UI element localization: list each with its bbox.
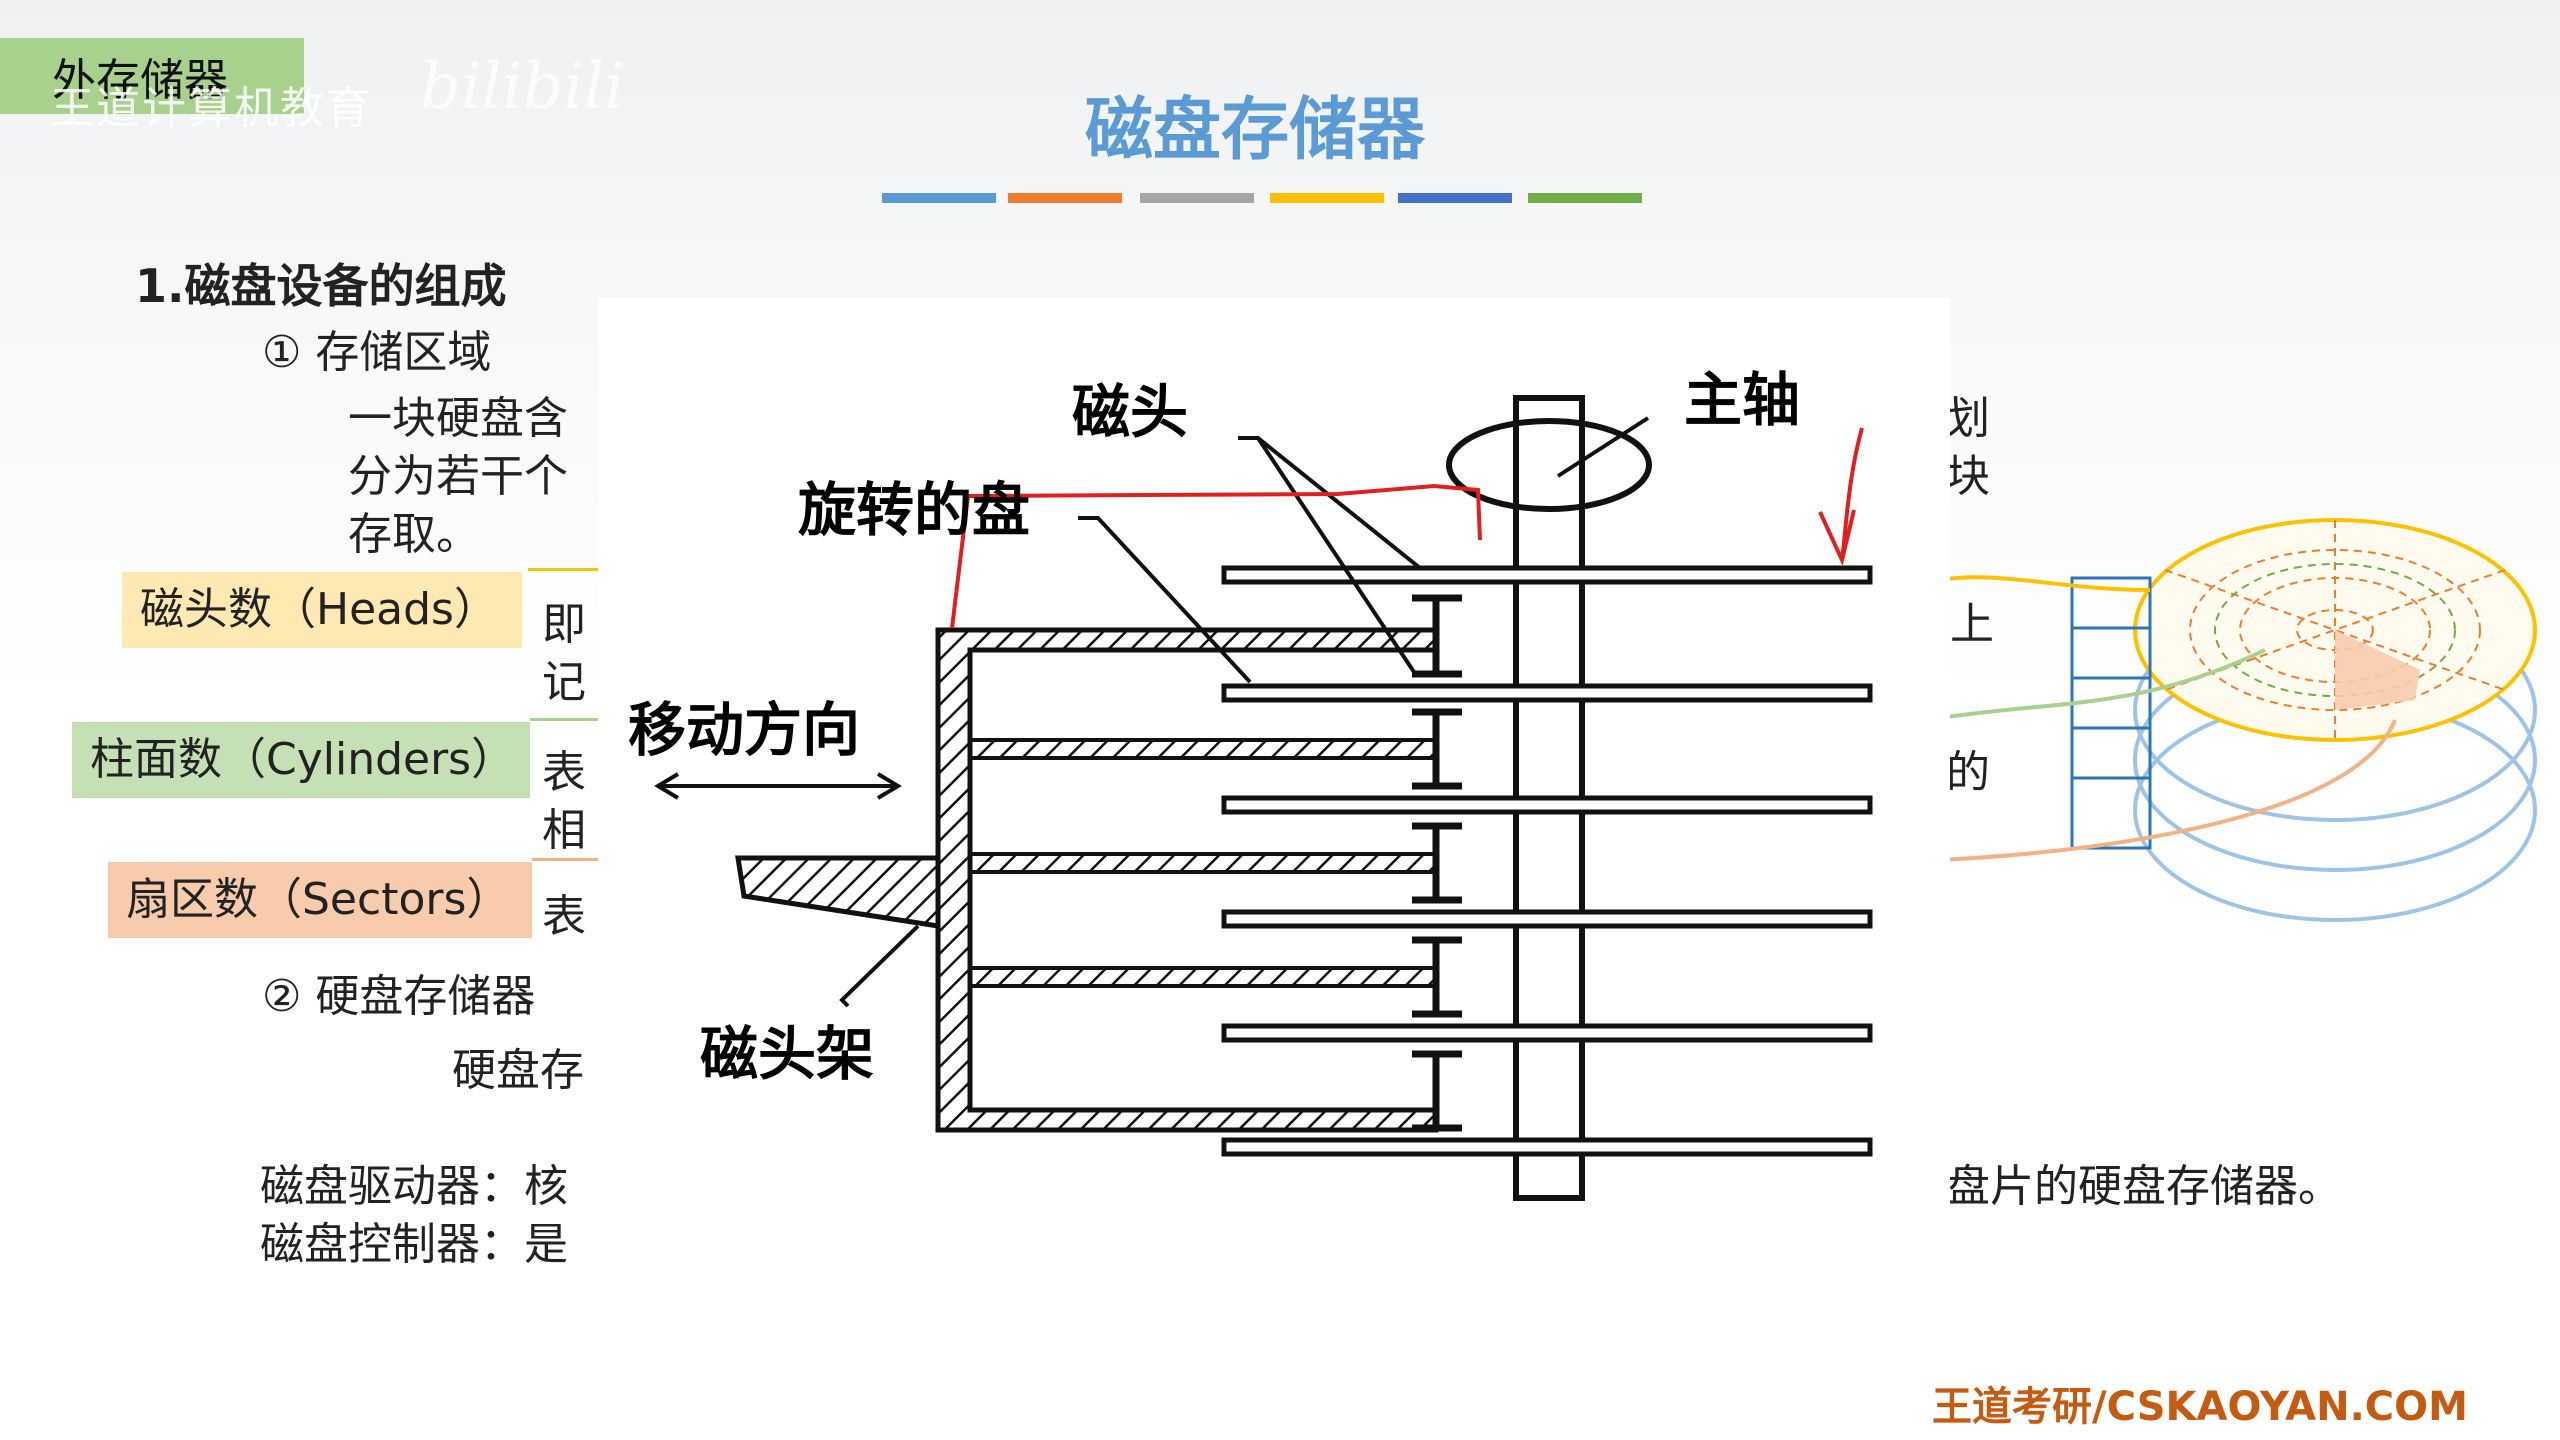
- tag-heads-line: [528, 568, 600, 571]
- controller-line: 磁盘控制器：是: [260, 1219, 568, 1270]
- section-heading: 1.磁盘设备的组成: [135, 259, 507, 313]
- tag-cylinders-text-a: 表: [542, 747, 586, 798]
- tag-cylinders-line: [530, 718, 600, 721]
- tag-heads-text-b: 记: [542, 657, 586, 708]
- color-bar-green: [1528, 193, 1642, 203]
- color-bar-darkblue: [1398, 193, 1512, 203]
- disk-mechanism-diagram: 磁头 主轴 旋转的盘 移动方向 磁头架: [598, 298, 1950, 1240]
- item-storage-area: ① 存储区域: [262, 327, 492, 378]
- color-bar-orange: [1008, 193, 1122, 203]
- tag-sectors-text-a: 表: [542, 891, 586, 942]
- label-head-arm: 磁头架: [700, 1020, 874, 1088]
- tag-cylinders-tail: 的: [1946, 747, 1990, 798]
- label-move-direction: 移动方向: [628, 696, 860, 764]
- disk-stack-illustration: [1940, 518, 2537, 922]
- color-bar-yellow: [1270, 193, 1384, 203]
- section-badge: [0, 38, 304, 114]
- paragraph-line-3: 存取。: [348, 509, 480, 560]
- tag-heads-text-a: 即: [542, 599, 586, 650]
- color-bar-gray: [1140, 193, 1254, 203]
- paragraph-line-2-tail: 块: [1946, 451, 1990, 502]
- label-spindle: 主轴: [1684, 366, 1800, 434]
- section-badge-label: 外存储器: [52, 55, 228, 106]
- leader-lines: [654, 416, 1650, 1008]
- color-bar-blue: [882, 193, 996, 203]
- platters: [1221, 565, 1873, 1157]
- tag-sectors-line: [532, 858, 600, 861]
- paragraph-line-1: 一块硬盘含: [348, 393, 568, 444]
- tag-sectors: 扇区数（Sectors）: [108, 862, 532, 938]
- tag-cylinders: 柱面数（Cylinders）: [72, 722, 530, 798]
- paragraph-line-1-tail: 划: [1946, 393, 1990, 444]
- red-annotation: [950, 427, 1864, 629]
- item-hard-disk-text: 硬盘存: [452, 1045, 584, 1096]
- label-head: 磁头: [1072, 378, 1188, 446]
- tag-heads: 磁头数（Heads）: [122, 572, 522, 648]
- rotation-arrow: [1446, 418, 1652, 512]
- tag-heads-tail: 上: [1950, 599, 1994, 650]
- read-write-heads: [1412, 594, 1462, 1132]
- driver-line: 磁盘驱动器：核: [260, 1161, 568, 1212]
- head-carriage: [735, 627, 1439, 1133]
- label-rotating-platter: 旋转的盘: [798, 476, 1030, 544]
- page-title: 磁盘存储器: [1084, 91, 1425, 170]
- item-hard-disk: ② 硬盘存储器: [262, 971, 536, 1022]
- paragraph-line-2: 分为若干个: [348, 451, 568, 502]
- driver-line-tail: 盘片的硬盘存储器。: [1946, 1161, 2342, 1212]
- footer-brand: 王道考研/CSKAOYAN.COM: [1932, 1384, 2468, 1430]
- watermark-logo: bilibili: [420, 50, 625, 124]
- watermark-text: 王道计算机教育: [50, 83, 372, 134]
- tag-cylinders-text-b: 相: [542, 805, 586, 856]
